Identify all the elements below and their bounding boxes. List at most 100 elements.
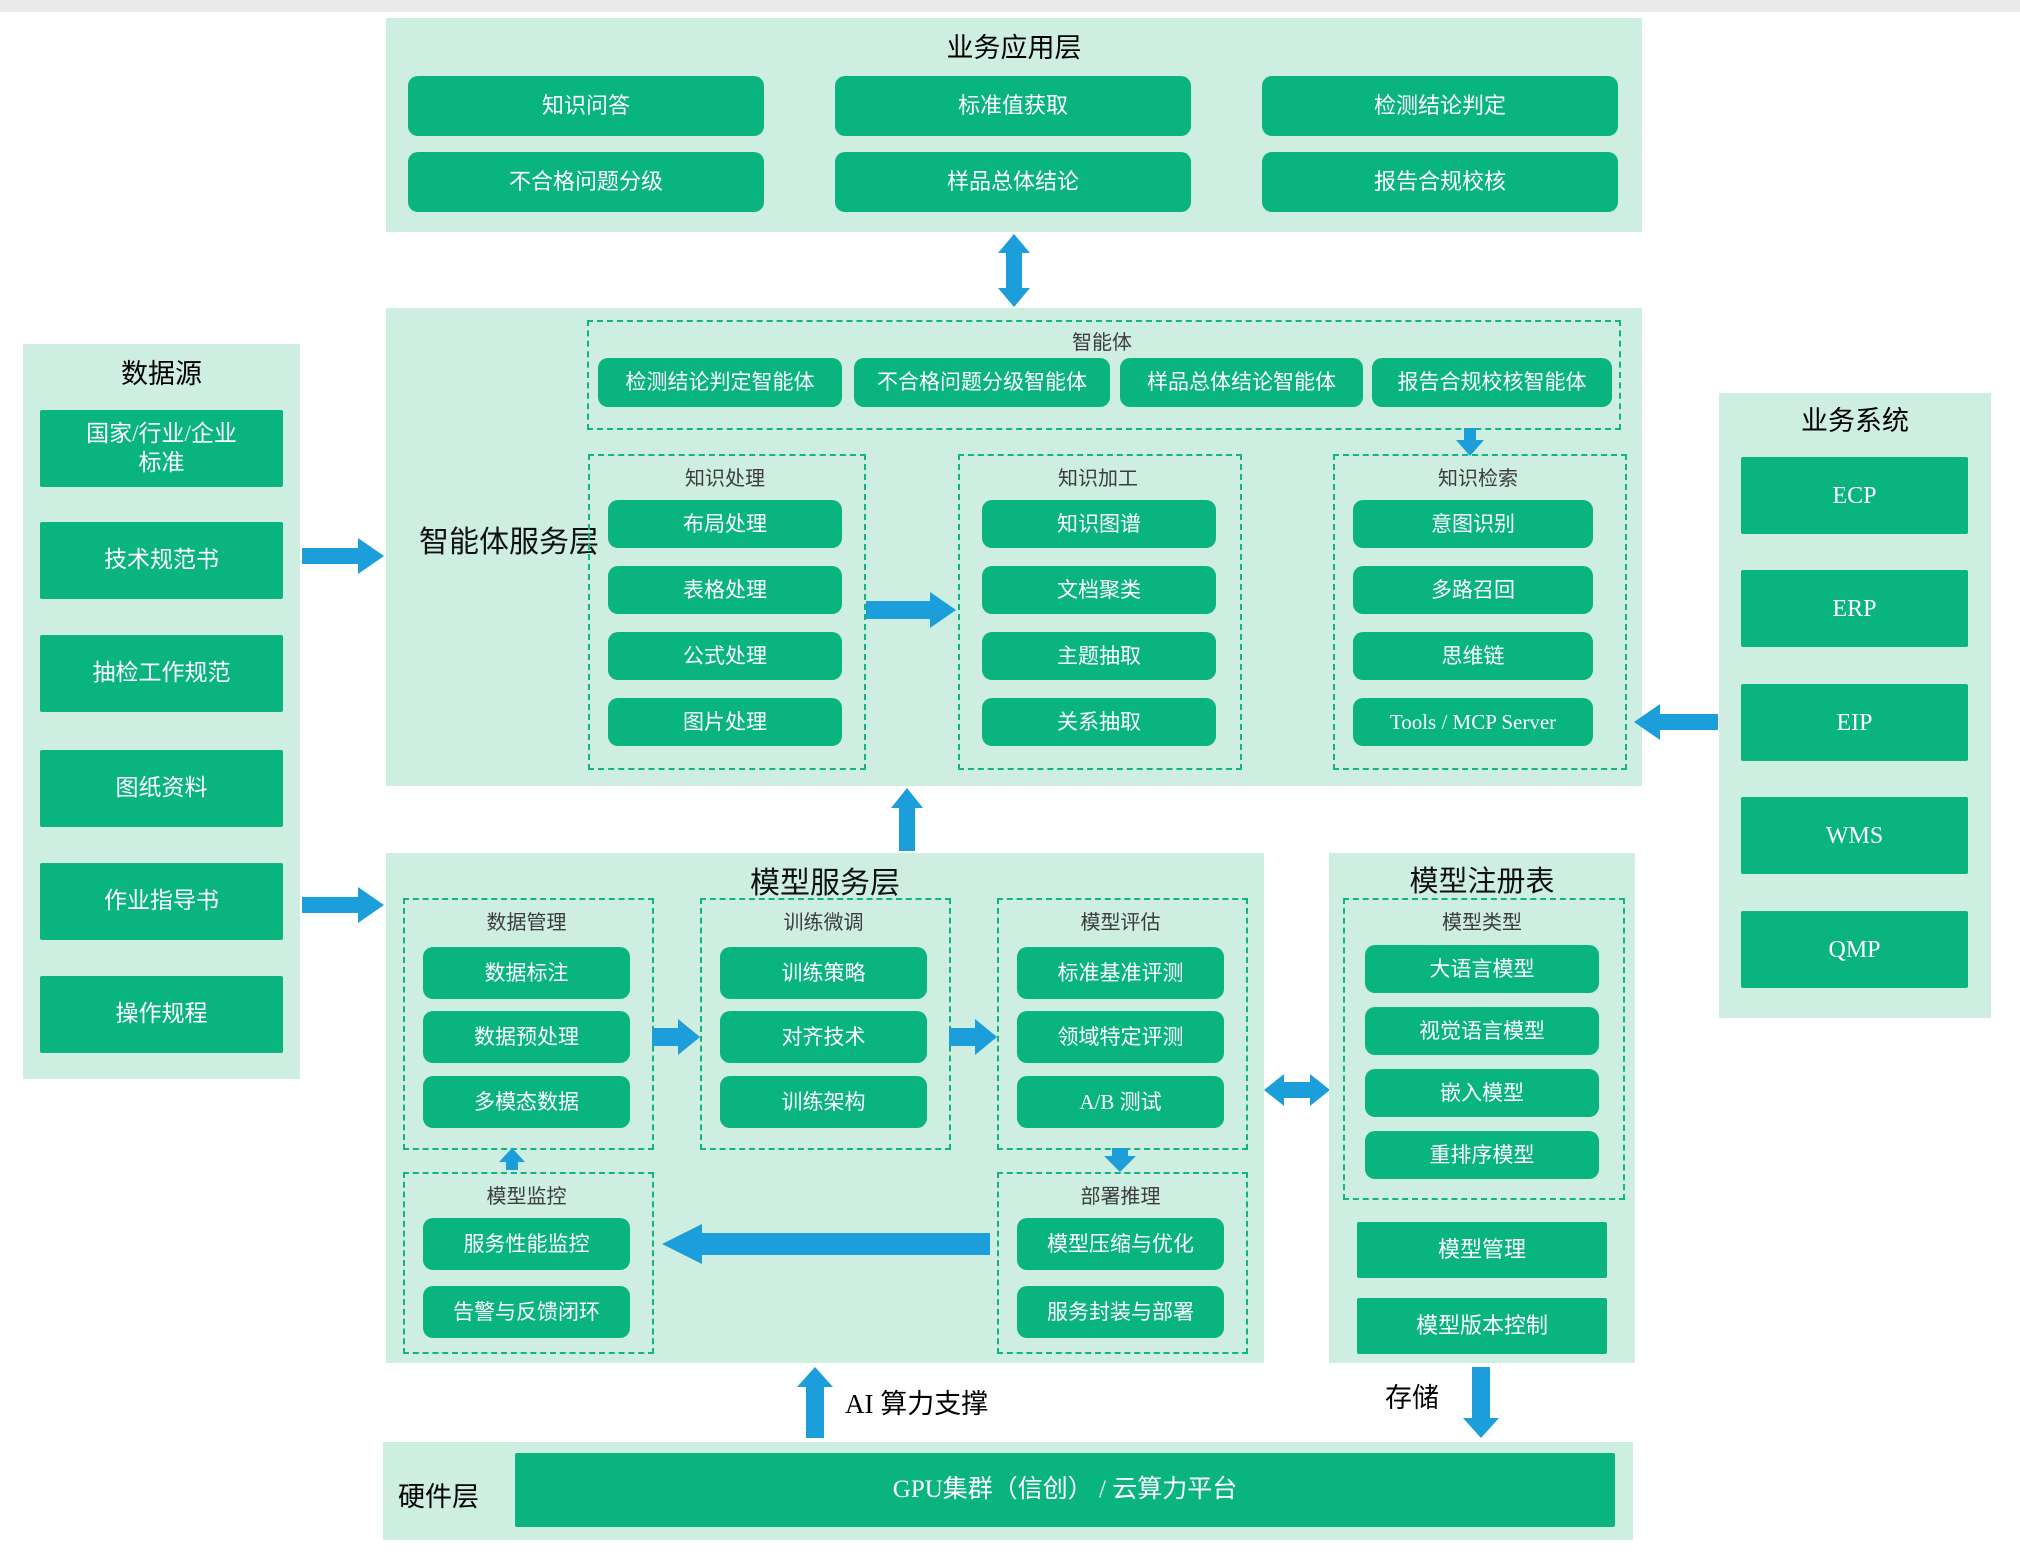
kp-image: 图片处理 [608, 698, 842, 746]
knowledge-processing-label: 知识处理 [685, 468, 765, 490]
arrow-eval-registry-head-right [1310, 1074, 1330, 1106]
deployment-box [997, 1172, 1248, 1354]
node-report-compliance: 报告合规校核 [1262, 152, 1618, 212]
dm-preprocessing: 数据预处理 [423, 1011, 630, 1063]
ev-benchmark: 标准基准评测 [1017, 947, 1224, 999]
model-service-layer-title: 模型服务层 [750, 867, 900, 900]
agent-defect-grading: 不合格问题分级智能体 [854, 358, 1110, 407]
ds-work-instructions: 作业指导书 [40, 863, 283, 940]
arrow-ds-model-head [358, 887, 384, 923]
arrow-biz-agent-head [1634, 704, 1660, 740]
gpu-cluster-box: GPU集群（信创） / 云算力平台 [515, 1453, 1615, 1527]
arrow-agents-retrieval-head [1456, 440, 1484, 456]
mt-rerank: 重排序模型 [1365, 1131, 1599, 1179]
mt-embedding: 嵌入模型 [1365, 1069, 1599, 1117]
model-types-label: 模型类型 [1442, 912, 1522, 934]
dm-multimodal: 多模态数据 [423, 1076, 630, 1128]
monitoring-label: 模型监控 [486, 1186, 567, 1208]
kr-relation-extraction: 关系抽取 [982, 698, 1216, 746]
model-types-box [1343, 898, 1625, 1200]
arrow-ai-support-head [797, 1367, 833, 1387]
arrow-ds-model-body [302, 897, 360, 913]
arrow-eval-registry-head-left [1264, 1074, 1284, 1106]
ev-ab-test: A/B 测试 [1017, 1076, 1224, 1128]
bs-erp: ERP [1741, 570, 1968, 647]
training-box [700, 898, 951, 1150]
arrow-deploy-monitor-body [700, 1233, 990, 1255]
arrow-app-agent-body [1006, 250, 1022, 290]
knowledge-refining-label: 知识加工 [1058, 468, 1138, 490]
ai-support-label: AI 算力支撑 [845, 1389, 989, 1419]
tr-alignment: 对齐技术 [720, 1011, 927, 1063]
arrow-biz-agent-body [1660, 714, 1718, 730]
knowledge-refining-box [958, 454, 1242, 770]
arrow-kp-kr-head [930, 592, 956, 628]
arrow-eval-registry-body [1282, 1082, 1312, 1098]
agent-group-label: 智能体 [1072, 332, 1132, 354]
evaluation-label: 模型评估 [1080, 912, 1161, 934]
mn-performance: 服务性能监控 [423, 1218, 630, 1270]
monitoring-box [403, 1172, 654, 1354]
kp-formula: 公式处理 [608, 632, 842, 680]
business-systems-title: 业务系统 [1801, 406, 1909, 436]
arrow-storage-body [1472, 1367, 1490, 1420]
bs-wms: WMS [1741, 797, 1968, 874]
mt-llm: 大语言模型 [1365, 945, 1599, 993]
registry-version-control: 模型版本控制 [1357, 1298, 1607, 1354]
tr-strategy: 训练策略 [720, 947, 927, 999]
arrow-eval-deploy-head [1104, 1156, 1136, 1172]
data-management-label: 数据管理 [486, 912, 567, 934]
knowledge-retrieval-label: 知识检索 [1438, 468, 1518, 490]
window-top-strip [0, 0, 2020, 12]
arrow-kp-kr-body [866, 601, 932, 619]
arrow-model-agent-body [899, 806, 915, 851]
agent-group-box [587, 320, 1621, 430]
agent-service-layer-title: 智能体服务层 [419, 526, 599, 559]
ds-tech-spec: 技术规范书 [40, 522, 283, 599]
storage-label: 存储 [1385, 1383, 1439, 1413]
node-sample-conclusion: 样品总体结论 [835, 152, 1191, 212]
registry-model-management: 模型管理 [1357, 1222, 1607, 1278]
kp-layout: 布局处理 [608, 500, 842, 548]
node-test-conclusion: 检测结论判定 [1262, 76, 1618, 136]
kr-knowledge-graph: 知识图谱 [982, 500, 1216, 548]
hardware-layer-title: 硬件层 [398, 1482, 479, 1512]
node-defect-grading: 不合格问题分级 [408, 152, 764, 212]
data-sources-title: 数据源 [121, 359, 202, 389]
dp-compression: 模型压缩与优化 [1017, 1218, 1224, 1270]
arrow-model-agent-head [891, 788, 923, 808]
bs-qmp: QMP [1741, 911, 1968, 988]
kr-topic-extraction: 主题抽取 [982, 632, 1216, 680]
krt-multi-recall: 多路召回 [1353, 566, 1593, 614]
krt-tools-mcp: Tools / MCP Server [1353, 698, 1593, 746]
arrow-app-agent-head-up [998, 234, 1030, 253]
deployment-label: 部署推理 [1080, 1186, 1161, 1208]
knowledge-processing-box [588, 454, 866, 770]
agent-sample-conclusion: 样品总体结论智能体 [1120, 358, 1363, 407]
business-app-layer-title: 业务应用层 [946, 33, 1082, 63]
dp-packaging: 服务封装与部署 [1017, 1286, 1224, 1338]
training-label: 训练微调 [783, 912, 864, 934]
node-knowledge-qa: 知识问答 [408, 76, 764, 136]
bs-ecp: ECP [1741, 457, 1968, 534]
krt-intent: 意图识别 [1353, 500, 1593, 548]
model-registry-title: 模型注册表 [1409, 866, 1555, 898]
agent-report-compliance: 报告合规校核智能体 [1372, 358, 1612, 407]
arrow-ai-support-body [806, 1385, 824, 1438]
arrow-eval-deploy-body [1112, 1148, 1128, 1158]
kp-table: 表格处理 [608, 566, 842, 614]
arrow-train-eval-body [949, 1028, 977, 1046]
arrow-dm-train-body [652, 1028, 680, 1046]
node-standard-value: 标准值获取 [835, 76, 1191, 136]
mt-vlm: 视觉语言模型 [1365, 1007, 1599, 1055]
krt-chain-of-thought: 思维链 [1353, 632, 1593, 680]
arrow-agents-retrieval-body [1464, 428, 1476, 442]
ds-standards: 国家/行业/企业 标准 [40, 410, 283, 487]
arrow-ds-agent-body [302, 548, 360, 564]
arrow-deploy-monitor-head [662, 1224, 702, 1264]
kr-doc-clustering: 文档聚类 [982, 566, 1216, 614]
mn-alert-feedback: 告警与反馈闭环 [423, 1286, 630, 1338]
arrow-storage-head [1463, 1418, 1499, 1438]
arrow-ds-agent-head [358, 538, 384, 574]
knowledge-retrieval-box [1333, 454, 1627, 770]
